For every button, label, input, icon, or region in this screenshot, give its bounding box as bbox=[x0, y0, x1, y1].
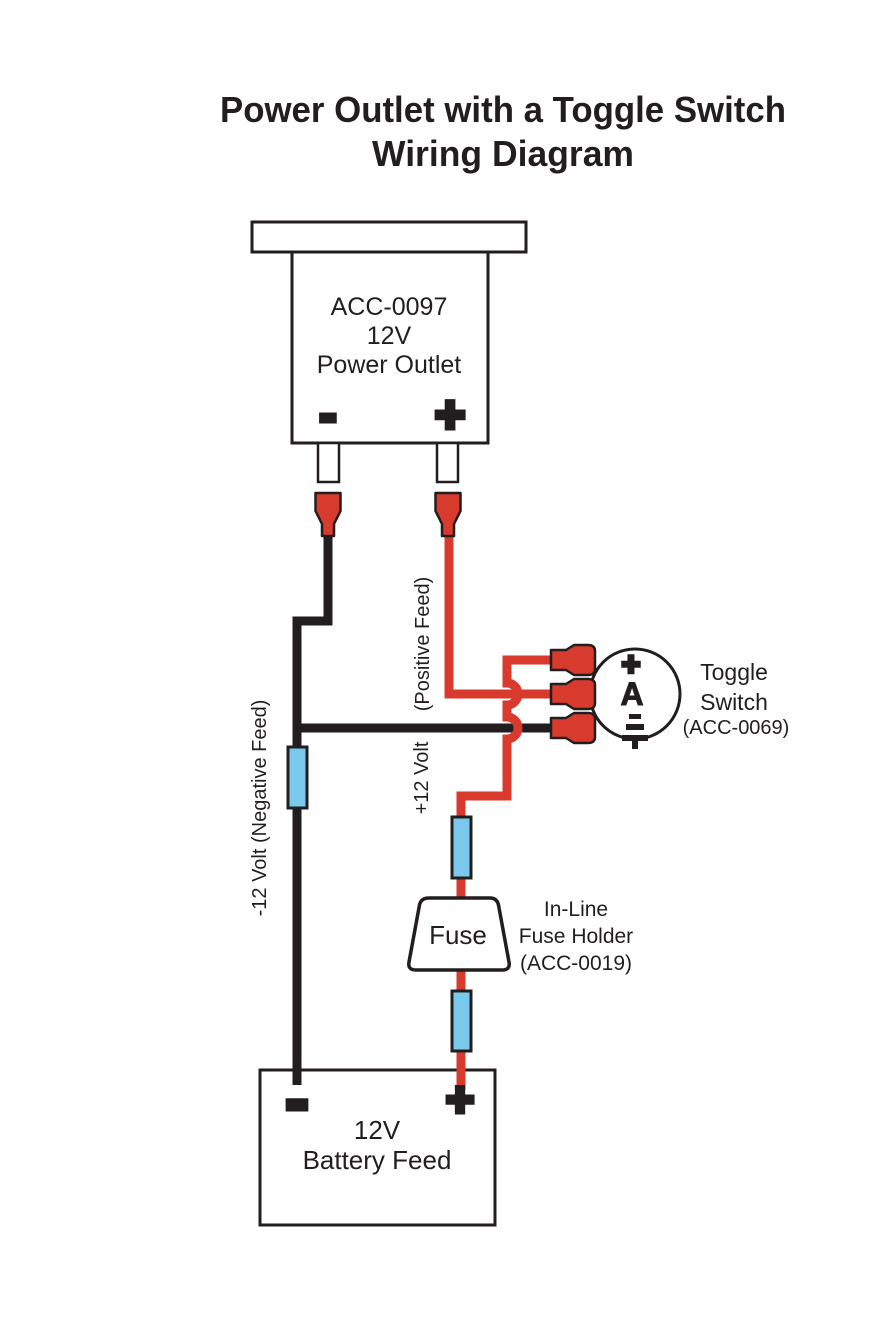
title-line-1: Power Outlet with a Toggle Switch bbox=[220, 89, 786, 130]
power-outlet-label-3: Power Outlet bbox=[317, 351, 462, 379]
toggle-plus-symbol: + bbox=[622, 646, 641, 682]
negative-feed-label: -12 Volt (Negative Feed) bbox=[249, 700, 271, 917]
toggle-switch: + A Toggle Switch (ACC-0069) bbox=[549, 643, 790, 749]
power-outlet-plus-symbol: + bbox=[435, 386, 465, 444]
switched-positive-wire bbox=[456, 655, 556, 1090]
power-outlet: ACC-0097 12V Power Outlet - + bbox=[250, 220, 528, 538]
battery: 12V Battery Feed - + bbox=[283, 1058, 477, 1176]
battery-label-2: Battery Feed bbox=[303, 1145, 452, 1175]
battery-plus-symbol: + bbox=[446, 1074, 474, 1127]
spade-connector-outlet-positive bbox=[434, 491, 462, 538]
spade-connector-switch-plus bbox=[549, 643, 597, 677]
toggle-switch-annotation: Toggle Switch (ACC-0069) bbox=[683, 659, 790, 739]
toggle-switch-label-1: Toggle bbox=[700, 659, 768, 685]
toggle-switch-label-3: (ACC-0069) bbox=[683, 717, 790, 739]
diagram-title: Power Outlet with a Toggle Switch Wiring… bbox=[220, 89, 786, 174]
toggle-accessory-symbol: A bbox=[620, 676, 643, 712]
positive-feed-label: (Positive Feed) bbox=[412, 577, 434, 712]
battery-minus-symbol: - bbox=[285, 1060, 308, 1138]
battery-label-1: 12V bbox=[354, 1115, 401, 1145]
fuse-holder: Fuse In-Line Fuse Holder (ACC-0019) bbox=[407, 896, 633, 975]
fuse-label: Fuse bbox=[429, 920, 487, 950]
fuse-body bbox=[407, 896, 511, 972]
heat-shrink-sleeve-negative bbox=[286, 745, 309, 810]
power-outlet-minus-symbol: - bbox=[320, 386, 337, 442]
power-outlet-flange bbox=[250, 220, 528, 254]
spade-connector-switch-ground bbox=[549, 711, 597, 745]
fuse-holder-label-3: (ACC-0019) bbox=[520, 952, 632, 975]
spade-connector-outlet-negative bbox=[314, 491, 342, 538]
power-outlet-body bbox=[290, 250, 490, 445]
battery-box bbox=[258, 1068, 497, 1227]
negative-feed-wire bbox=[292, 533, 333, 1085]
ground-symbol-icon bbox=[622, 714, 648, 749]
power-outlet-label-2: 12V bbox=[367, 322, 412, 350]
fuse-holder-label-1: In-Line bbox=[544, 898, 608, 921]
plus-12-volt-label: +12 Volt bbox=[411, 741, 433, 814]
title-line-2: Wiring Diagram bbox=[372, 133, 634, 174]
power-outlet-terminal-tab-negative bbox=[316, 441, 341, 484]
heat-shrink-sleeve-fuse-top bbox=[450, 815, 473, 880]
fuse-holder-label-2: Fuse Holder bbox=[519, 925, 633, 948]
fuse-holder-annotation: In-Line Fuse Holder (ACC-0019) bbox=[519, 898, 633, 975]
toggle-switch-label-2: Switch bbox=[700, 689, 768, 715]
spade-connector-switch-accessory bbox=[549, 677, 597, 711]
power-outlet-label-1: ACC-0097 bbox=[331, 293, 448, 321]
heat-shrink-sleeve-fuse-bottom bbox=[450, 989, 473, 1053]
power-outlet-terminal-tab-positive bbox=[435, 441, 460, 484]
